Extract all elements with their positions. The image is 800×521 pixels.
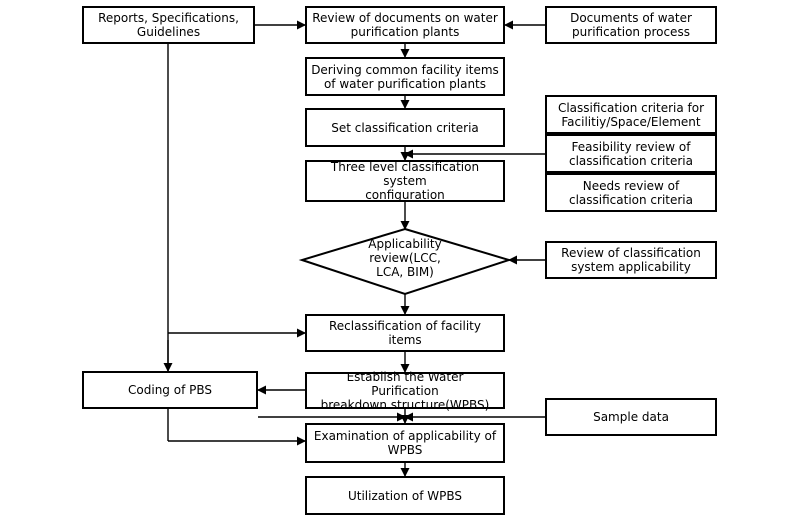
feasibility-review-box: Feasibility review of classification cri… bbox=[545, 134, 717, 173]
reclassification-box: Reclassification of facility items bbox=[305, 314, 505, 352]
coding-of-pbs-box: Coding of PBS bbox=[82, 371, 258, 409]
reports-specifications-guidelines-box: Reports, Specifications, Guidelines bbox=[82, 6, 255, 44]
examination-applicability-box: Examination of applicability of WPBS bbox=[305, 423, 505, 463]
documents-water-purification-process-box: Documents of water purification process bbox=[545, 6, 717, 44]
review-system-applicability-box: Review of classification system applicab… bbox=[545, 241, 717, 279]
utilization-wpbs-box: Utilization of WPBS bbox=[305, 476, 505, 515]
review-documents-box: Review of documents on water purificatio… bbox=[305, 6, 505, 44]
applicability-review-diamond bbox=[298, 227, 513, 296]
classification-criteria-for-box: Classification criteria for Facilitiy/Sp… bbox=[545, 95, 717, 134]
sample-data-box: Sample data bbox=[545, 398, 717, 436]
needs-review-box: Needs review of classification criteria bbox=[545, 173, 717, 212]
deriving-common-facility-items-box: Deriving common facility items of water … bbox=[305, 57, 505, 96]
set-classification-criteria-box: Set classification criteria bbox=[305, 108, 505, 147]
establish-wpbs-box: Establish the Water Purification breakdo… bbox=[305, 370, 505, 412]
three-level-classification-box: Three level classification system config… bbox=[305, 160, 505, 202]
applicability-review-label: Applicability review(LCC, LCA, BIM) bbox=[368, 237, 442, 279]
